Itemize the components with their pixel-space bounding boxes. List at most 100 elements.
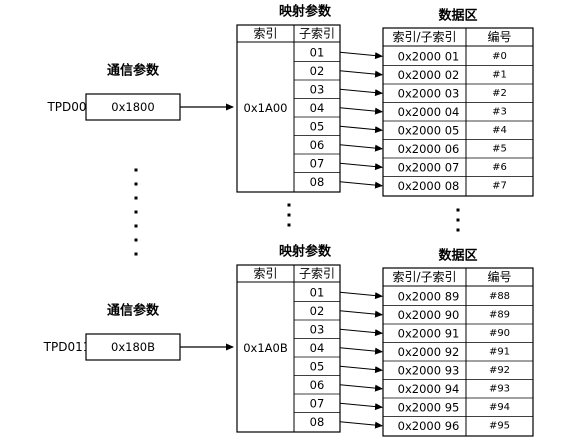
map-subindex-cell: 01 [310, 285, 325, 299]
data-number-header: 编号 [487, 29, 511, 44]
data-index-cell: 0x2000 95 [398, 400, 460, 414]
ellipsis-dot [134, 224, 138, 228]
map-subindex-header: 子索引 [299, 267, 335, 281]
comm-param-value: 0x1800 [111, 100, 154, 114]
subindex-to-data-arrow [339, 384, 383, 392]
subindex-to-data-arrow [339, 365, 383, 374]
data-number-cell: #1 [492, 69, 507, 80]
comm-param-box [85, 93, 181, 121]
ellipsis-dot [134, 182, 138, 186]
ellipsis-dot [134, 196, 138, 200]
ellipsis-dot [287, 213, 291, 217]
comm-param-box [85, 333, 181, 361]
data-index-cell: 0x2000 08 [398, 179, 460, 193]
data-index-cell: 0x2000 02 [398, 68, 460, 82]
map-subindex-cell: 08 [310, 175, 325, 189]
map-subindex-cell: 04 [310, 101, 325, 115]
map-subindex-cell: 03 [310, 82, 325, 96]
tpd-label: TPD011 [43, 340, 91, 354]
subindex-to-data-arrow [339, 51, 383, 60]
data-number-cell: #89 [489, 309, 510, 320]
subindex-to-data-arrow [339, 144, 383, 152]
ellipsis-dot [456, 228, 460, 232]
data-index-cell: 0x2000 90 [398, 308, 460, 322]
map-subindex-cell: 04 [310, 341, 325, 355]
ellipsis-dot [287, 223, 291, 227]
data-area-title: 数据区 [438, 8, 477, 24]
subindex-to-data-arrow [339, 181, 383, 189]
subindex-to-data-arrow [339, 347, 383, 355]
ellipsis-dots [456, 208, 460, 232]
ellipsis-dots [134, 168, 138, 256]
data-number-cell: #2 [492, 88, 507, 99]
data-number-cell: #5 [492, 143, 507, 154]
data-number-cell: #93 [489, 383, 510, 394]
map-subindex-header: 子索引 [299, 27, 335, 41]
data-number-cell: #95 [489, 420, 510, 431]
ellipsis-dot [134, 210, 138, 214]
map-index-value: 0x1A0B [243, 341, 288, 355]
data-index-cell: 0x2000 07 [398, 160, 460, 174]
data-index-header: 索引/子索引 [392, 270, 456, 284]
map-subindex-cell: 05 [310, 359, 325, 373]
subindex-to-data-arrow [339, 107, 383, 115]
map-param-title: 映射参数 [279, 4, 332, 20]
data-index-cell: 0x2000 96 [398, 419, 460, 433]
ellipsis-dot [134, 168, 138, 172]
data-number-cell: #92 [489, 365, 510, 376]
map-subindex-cell: 06 [310, 138, 325, 152]
subindex-to-data-arrow [339, 291, 383, 300]
subindex-to-data-arrow [339, 125, 383, 134]
subindex-to-data-arrow [339, 421, 383, 429]
map-index-header: 索引 [253, 27, 277, 41]
data-area-table [382, 267, 534, 437]
data-index-cell: 0x2000 91 [398, 326, 460, 340]
subindex-to-data-arrow [339, 162, 383, 171]
data-number-cell: #4 [492, 125, 507, 136]
map-subindex-cell: 02 [310, 64, 325, 78]
comm-param-value: 0x180B [111, 340, 155, 354]
data-number-cell: #3 [492, 106, 507, 117]
map-param-table [236, 264, 341, 433]
ellipsis-dots [287, 203, 291, 227]
subindex-to-data-arrow [339, 328, 383, 337]
data-number-cell: #88 [489, 291, 510, 302]
map-subindex-cell: 06 [310, 378, 325, 392]
map-param-table [236, 24, 341, 193]
map-subindex-cell: 02 [310, 304, 325, 318]
map-index-value: 0x1A00 [244, 101, 288, 115]
data-index-cell: 0x2000 04 [398, 105, 460, 119]
tpd-label: TPD00 [46, 100, 86, 114]
map-subindex-cell: 01 [310, 45, 325, 59]
data-index-header: 索引/子索引 [392, 30, 456, 44]
data-number-cell: #90 [489, 328, 510, 339]
ellipsis-dot [134, 252, 138, 256]
map-param-title: 映射参数 [279, 244, 332, 260]
ellipsis-dot [287, 203, 291, 207]
map-subindex-cell: 07 [310, 396, 325, 410]
data-number-header: 编号 [487, 269, 511, 284]
subindex-to-data-arrow [339, 310, 383, 318]
map-subindex-cell: 07 [310, 156, 325, 170]
data-index-cell: 0x2000 94 [398, 382, 460, 396]
data-number-cell: #91 [489, 346, 510, 357]
map-subindex-cell: 03 [310, 322, 325, 336]
subindex-to-data-arrow [339, 70, 383, 78]
map-index-header: 索引 [253, 267, 277, 281]
map-subindex-cell: 08 [310, 415, 325, 429]
data-area-title: 数据区 [438, 248, 477, 264]
data-number-cell: #7 [492, 180, 507, 191]
data-index-cell: 0x2000 03 [398, 86, 460, 100]
data-index-cell: 0x2000 92 [398, 345, 460, 359]
data-index-cell: 0x2000 89 [398, 289, 460, 303]
data-index-cell: 0x2000 06 [398, 142, 460, 156]
ellipsis-dot [456, 208, 460, 212]
ellipsis-dot [134, 238, 138, 242]
comm-param-title: 通信参数 [107, 303, 160, 319]
data-index-cell: 0x2000 05 [398, 123, 460, 137]
subindex-to-data-arrow [339, 88, 383, 97]
map-subindex-cell: 05 [310, 119, 325, 133]
